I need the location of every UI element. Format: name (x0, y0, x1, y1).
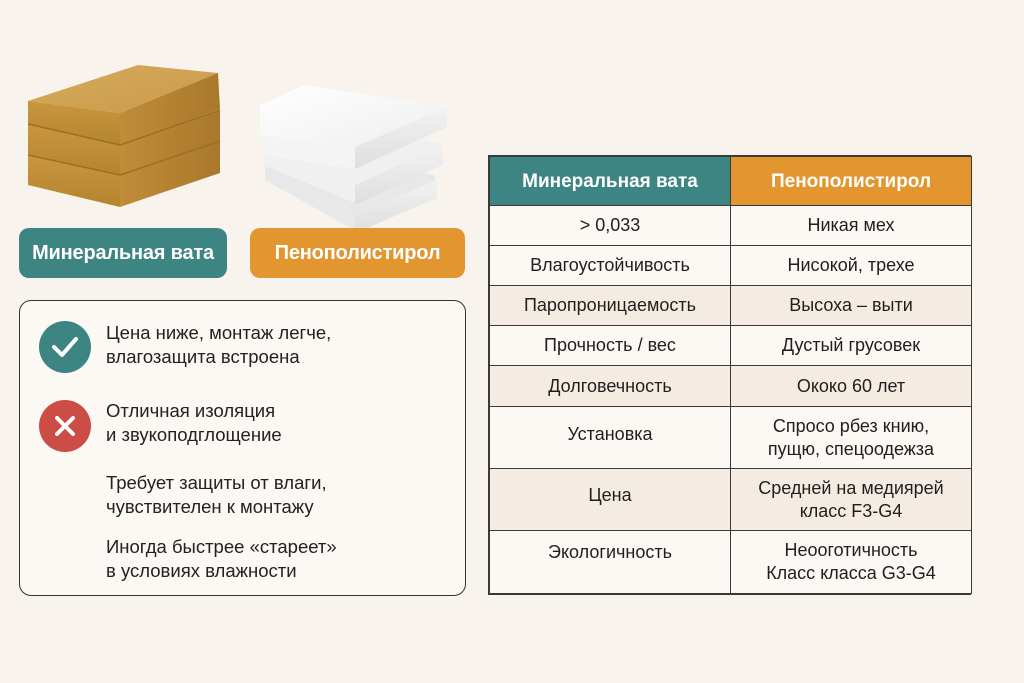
column-header-polystyrene: Пенополистирол (730, 156, 972, 206)
table-cell: Паропроницаемость (489, 285, 731, 326)
polystyrene-label: Пенополистирол (250, 228, 465, 278)
column-header-mineral-wool: Минеральная вата (489, 156, 731, 206)
summary-item-text: Требует защиты от влаги, чувствителен к … (106, 472, 327, 517)
table-row: Паропроницаемость Высоха – выти (489, 285, 972, 326)
table-cell: Установка (489, 406, 731, 469)
table-cell: Неооготичность Класс класса G3-G4 (730, 530, 972, 594)
table-row: Цена Средней на медиярей класс F3-G4 (489, 468, 972, 531)
table-cell: Нисокой, трехе (730, 245, 972, 286)
table-cell: Долговечность (489, 365, 731, 407)
mineral-wool-image (27, 65, 228, 215)
table-row: Установка Спросо рбез книю, пущю, спецоо… (489, 406, 972, 469)
polystyrene-image (255, 85, 455, 235)
summary-item-text: Отличная изоляция и звукоподглощение (106, 400, 282, 445)
table-row: Экологичность Неооготичность Класс класс… (489, 530, 972, 594)
table-cell: > 0,033 (489, 205, 731, 246)
table-row: > 0,033 Никая мех (489, 205, 972, 246)
comparison-table: Минеральная вата Пенополистирол > 0,033 … (488, 155, 972, 595)
summary-card: Цена ниже, монтаж легче, влагозащита вст… (19, 300, 466, 596)
mineral-wool-label: Минеральная вата (19, 228, 227, 278)
check-icon (39, 321, 91, 373)
table-cell: Спросо рбез книю, пущю, спецоодежза (730, 406, 972, 469)
table-cell: Влагоустойчивость (489, 245, 731, 286)
table-row: Долговечность Ококо 60 лет (489, 365, 972, 407)
table-cell: Цена (489, 468, 731, 531)
cross-icon (39, 400, 91, 452)
table-cell: Никая мех (730, 205, 972, 246)
table-cell: Высоха – выти (730, 285, 972, 326)
table-cell: Ококо 60 лет (730, 365, 972, 407)
table-row: Прочность / вес Дустый грусовек (489, 325, 972, 366)
table-cell: Средней на медиярей класс F3-G4 (730, 468, 972, 531)
table-cell: Дустый грусовек (730, 325, 972, 366)
table-cell: Экологичность (489, 530, 731, 594)
table-row: Влагоустойчивость Нисокой, трехе (489, 245, 972, 286)
summary-item-text: Цена ниже, монтаж легче, влагозащита вст… (106, 322, 332, 367)
table-cell: Прочность / вес (489, 325, 731, 366)
summary-item-text: Иногда быстрее «стареет» в условиях влаж… (106, 536, 337, 581)
